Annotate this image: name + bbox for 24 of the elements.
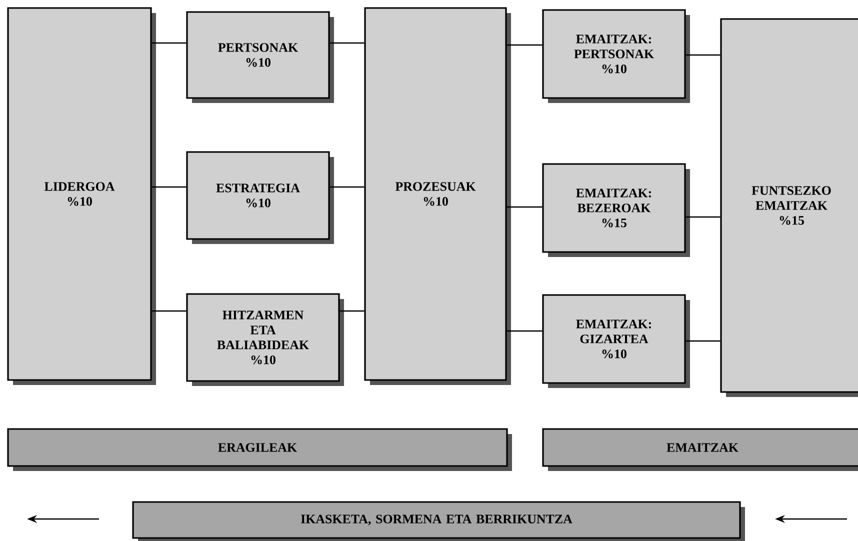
category-box: EMAITZAK: GIZARTEA %10 — [542, 294, 690, 388]
learning-band: IKASKETA, SORMENA ETA BERRIKUNTZA — [132, 501, 745, 541]
category-box: EMAITZAK: BEZEROAK %15 — [542, 163, 690, 257]
connector-line — [686, 340, 720, 342]
category-box: EMAITZAK: PERTSONAK %10 — [542, 9, 690, 103]
category-box: PERTSONAK %10 — [186, 11, 334, 103]
connector-line — [506, 44, 542, 46]
category-box: ESTRATEGIA %10 — [186, 151, 334, 244]
connector-line — [330, 42, 364, 44]
connector-line — [340, 310, 364, 312]
connector-line — [330, 186, 364, 188]
group-band: EMAITZAK — [542, 428, 858, 471]
connector-line — [506, 206, 542, 208]
category-box: LIDERGOA %10 — [7, 7, 156, 385]
category-box: FUNTSEZKO EMAITZAK %15 — [720, 18, 858, 397]
connector-line — [686, 216, 720, 218]
connector-line — [152, 310, 186, 312]
connector-line — [686, 54, 720, 56]
connector-line — [152, 42, 186, 44]
category-box: PROZESUAK %10 — [364, 7, 511, 385]
category-box: HITZARMEN ETA BALIABIDEAK %10 — [186, 293, 344, 386]
connector-line — [506, 330, 542, 332]
connector-line — [152, 186, 186, 188]
group-band: ERAGILEAK — [7, 428, 512, 471]
